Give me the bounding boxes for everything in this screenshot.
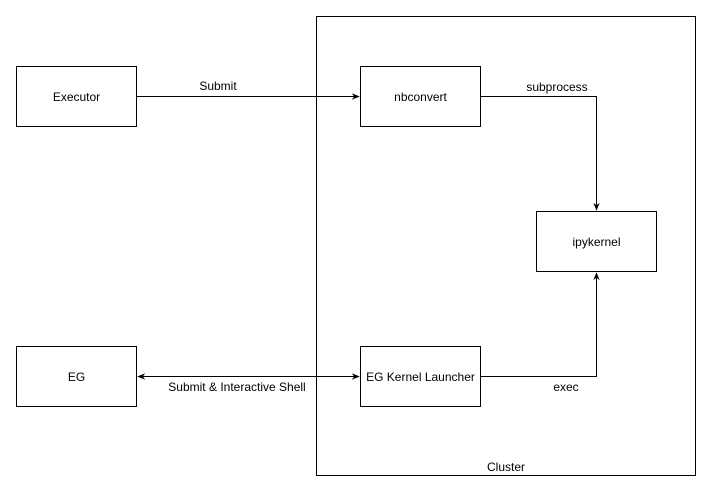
eg-node: EG (16, 346, 137, 407)
cluster-container: Cluster (316, 16, 696, 476)
cluster-label: Cluster (487, 460, 525, 474)
submit-edge: Submit (137, 79, 360, 100)
eg-kernel-launcher-label: EG Kernel Launcher (366, 370, 475, 384)
submit-interactive-edge: Submit & Interactive Shell (137, 373, 360, 394)
executor-node: Executor (16, 66, 137, 127)
eg-label: EG (68, 370, 85, 384)
nbconvert-label: nbconvert (394, 90, 447, 104)
ipykernel-label: ipykernel (572, 235, 620, 249)
submit-interactive-edge-label: Submit & Interactive Shell (168, 380, 305, 394)
ipykernel-node: ipykernel (536, 211, 657, 272)
eg-kernel-launcher-node: EG Kernel Launcher (360, 346, 481, 407)
exec-edge-label: exec (553, 380, 578, 394)
executor-label: Executor (53, 90, 100, 104)
nbconvert-node: nbconvert (360, 66, 481, 127)
exec-edge: exec (481, 272, 600, 394)
subprocess-edge-label: subprocess (526, 80, 587, 94)
subprocess-edge: subprocess (481, 80, 600, 211)
submit-edge-label: Submit (199, 79, 237, 93)
